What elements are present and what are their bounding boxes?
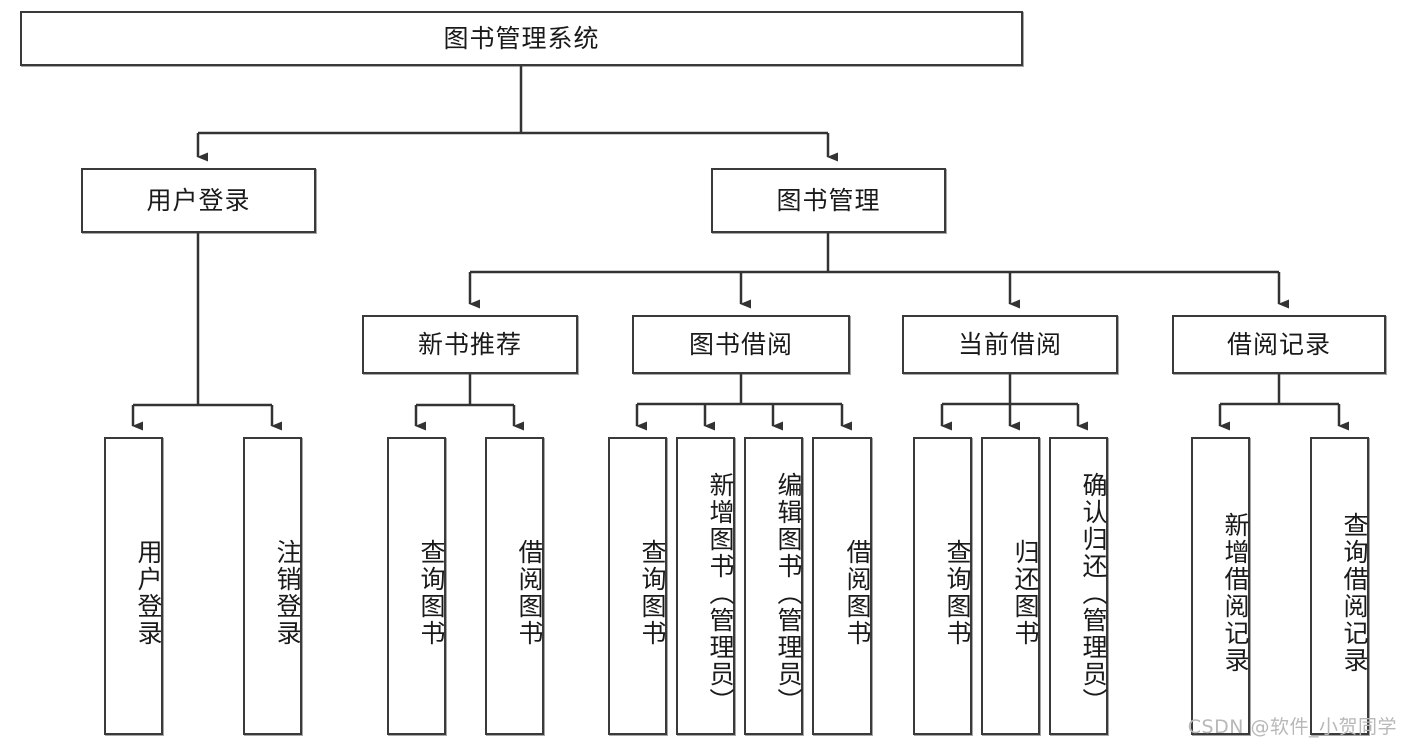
leaf-node-leaf-query-book-borrow[interactable]: 查询图书 <box>608 437 667 735</box>
node-label: 图书借阅 <box>688 329 793 359</box>
node-current-borrow[interactable]: 当前借阅 <box>902 315 1118 374</box>
node-label: 借阅图书 <box>843 539 872 647</box>
leaf-node-leaf-add-book[interactable]: 新增图书（管理员） <box>676 437 735 735</box>
node-label: 确认归还（管理员） <box>1079 471 1108 715</box>
node-label: 当前借阅 <box>957 329 1062 359</box>
node-book-manage[interactable]: 图书管理 <box>711 168 946 233</box>
node-label: 查询图书 <box>638 539 667 647</box>
leaf-node-leaf-query-record[interactable]: 查询借阅记录 <box>1310 437 1369 735</box>
node-label: 注销登录 <box>273 539 302 647</box>
node-label: 图书管理系统 <box>443 23 600 53</box>
node-borrow-record[interactable]: 借阅记录 <box>1172 315 1386 374</box>
node-label: 图书管理 <box>776 185 881 215</box>
node-label: 新增图书（管理员） <box>706 471 735 715</box>
leaf-node-leaf-confirm-return[interactable]: 确认归还（管理员） <box>1049 437 1108 735</box>
node-label: 归还图书 <box>1011 539 1040 647</box>
node-label: 编辑图书（管理员） <box>774 471 803 715</box>
node-label: 查询图书 <box>943 539 972 647</box>
node-label: 查询图书 <box>417 539 446 647</box>
leaf-node-leaf-user-login[interactable]: 用户登录 <box>104 437 163 735</box>
watermark-text: CSDN @软件_小贺同学 <box>1187 716 1397 738</box>
node-label: 借阅图书 <box>515 539 544 647</box>
node-label: 查询借阅记录 <box>1340 512 1369 674</box>
leaf-node-leaf-query-book-current[interactable]: 查询图书 <box>913 437 972 735</box>
node-new-book-recommend[interactable]: 新书推荐 <box>362 315 578 374</box>
node-label: 新增借阅记录 <box>1221 512 1250 674</box>
node-label: 用户登录 <box>134 539 163 647</box>
node-user-login[interactable]: 用户登录 <box>81 168 316 233</box>
root-node-root[interactable]: 图书管理系统 <box>20 11 1023 66</box>
leaf-node-leaf-return-book[interactable]: 归还图书 <box>981 437 1040 735</box>
node-label: 新书推荐 <box>417 329 522 359</box>
node-book-borrow[interactable]: 图书借阅 <box>632 315 850 374</box>
leaf-node-leaf-borrow-book-rec[interactable]: 借阅图书 <box>485 437 544 735</box>
leaf-node-leaf-add-record[interactable]: 新增借阅记录 <box>1191 437 1250 735</box>
leaf-node-leaf-borrow-book[interactable]: 借阅图书 <box>812 437 872 735</box>
node-label: 借阅记录 <box>1226 329 1331 359</box>
leaf-node-leaf-logout[interactable]: 注销登录 <box>243 437 302 735</box>
node-label: 用户登录 <box>146 185 251 215</box>
leaf-node-leaf-query-book-rec[interactable]: 查询图书 <box>387 437 446 735</box>
leaf-node-leaf-edit-book[interactable]: 编辑图书（管理员） <box>744 437 803 735</box>
